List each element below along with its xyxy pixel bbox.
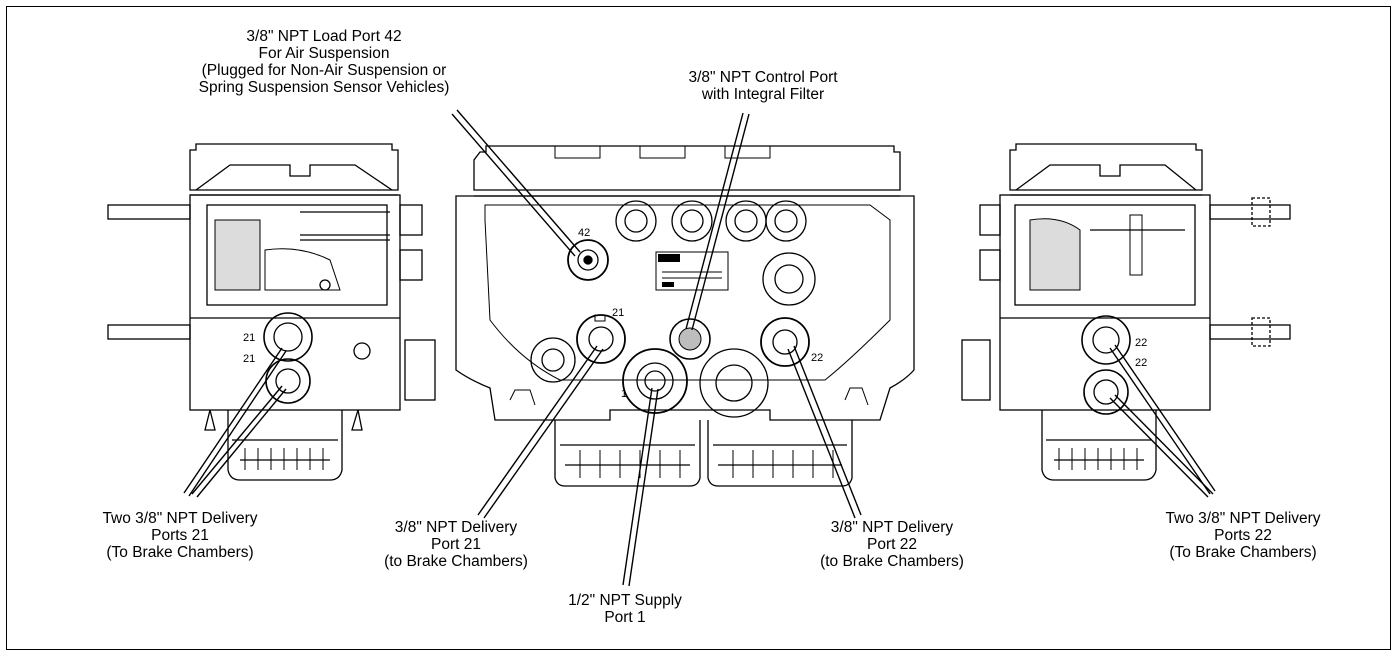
port-markings: 42 21 22 1 21 21 22 22	[243, 227, 1147, 400]
callout-line: (Plugged for Non-Air Suspension or	[201, 62, 447, 79]
callout-line: 3/8" NPT Delivery	[394, 519, 518, 536]
callout-load-port-42: 3/8" NPT Load Port 42 For Air Suspension…	[199, 28, 450, 96]
callout-line: Ports 22	[1214, 527, 1272, 544]
mark-21-left-a: 21	[243, 332, 255, 344]
callout-line: Port 21	[431, 536, 481, 553]
mark-22-right-b: 22	[1135, 357, 1147, 369]
callout-line: 3/8" NPT Control Port	[688, 69, 838, 86]
callout-line: Port 22	[867, 536, 917, 553]
callout-line: 3/8" NPT Load Port 42	[246, 28, 402, 45]
right-side-view	[961, 143, 1291, 481]
callout-left-delivery-21: Two 3/8" NPT Delivery Ports 21 (To Brake…	[102, 510, 257, 561]
callout-line: For Air Suspension	[258, 45, 390, 62]
callout-supply-port-1: 1/2" NPT Supply Port 1	[568, 592, 682, 626]
callout-line: Two 3/8" NPT Delivery	[102, 510, 258, 527]
mark-21-left-b: 21	[243, 353, 255, 365]
callout-delivery-22: 3/8" NPT Delivery Port 22 (to Brake Cham…	[820, 519, 964, 570]
left-side-view	[107, 143, 436, 481]
leader-lines	[183, 109, 1216, 587]
mark-42: 42	[578, 227, 590, 239]
callout-right-delivery-22: Two 3/8" NPT Delivery Ports 22 (To Brake…	[1165, 510, 1320, 561]
figure-frame	[6, 6, 1391, 650]
callout-line: 3/8" NPT Delivery	[830, 519, 954, 536]
callout-line: (to Brake Chambers)	[820, 553, 964, 570]
mark-21-center: 21	[612, 307, 624, 319]
callout-line: (to Brake Chambers)	[384, 553, 528, 570]
mark-22-center: 22	[811, 352, 823, 364]
center-front-view	[455, 145, 915, 487]
callout-line: Two 3/8" NPT Delivery	[1165, 510, 1321, 527]
callout-line: Port 1	[604, 609, 646, 626]
callout-line: with Integral Filter	[701, 86, 825, 103]
callout-line: Spring Suspension Sensor Vehicles)	[198, 79, 450, 96]
callout-line: (To Brake Chambers)	[1169, 544, 1317, 561]
mark-22-right-a: 22	[1135, 337, 1147, 349]
callout-line: (To Brake Chambers)	[106, 544, 254, 561]
mark-1-center: 1	[621, 388, 627, 400]
callout-control-port: 3/8" NPT Control Port with Integral Filt…	[688, 69, 837, 103]
callout-delivery-21: 3/8" NPT Delivery Port 21 (to Brake Cham…	[384, 519, 528, 570]
callout-line: 1/2" NPT Supply	[568, 592, 682, 609]
callout-line: Ports 21	[151, 527, 209, 544]
